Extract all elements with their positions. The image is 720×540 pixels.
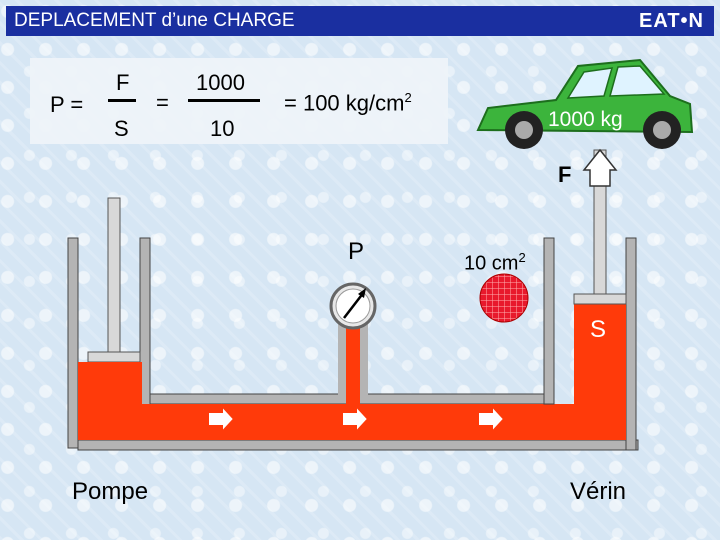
formula-lhs: P = — [50, 92, 84, 117]
car-wheel-rear-hub — [653, 121, 671, 139]
cylinder-label: Vérin — [570, 478, 627, 505]
formula-result: = 100 kg/cm2 — [284, 90, 412, 116]
gauge-pipe-wall-right — [360, 320, 368, 396]
pump-piston-rod — [107, 197, 121, 355]
area-mesh-ball — [479, 273, 529, 323]
cylinder-wall-right — [625, 237, 637, 451]
force-arrow — [582, 148, 618, 187]
slide-title: DEPLACEMENT d’une CHARGE — [14, 10, 295, 31]
car-window-rear — [609, 65, 666, 97]
pump-piston — [87, 351, 141, 363]
formula-fraction-bar-symbol — [108, 99, 136, 102]
pressure-gauge-needle — [343, 291, 365, 319]
formula-fraction-bar-value — [188, 99, 260, 102]
formula-numerator-symbol: F — [116, 70, 130, 95]
area-symbol-label: S — [590, 316, 607, 343]
pump-wall-left — [67, 237, 79, 449]
load-mass-label: 1000 kg — [548, 108, 623, 131]
flow-arrow-2 — [341, 403, 370, 435]
formula-result-exponent: 2 — [404, 90, 412, 105]
car — [476, 58, 694, 149]
pump-label: Pompe — [72, 478, 149, 505]
area-value-text: 10 cm — [464, 252, 519, 275]
force-label: F — [558, 162, 572, 187]
flow-arrow-1 — [207, 403, 236, 435]
eaton-logo: EAT•N — [639, 10, 704, 32]
pump-fluid-lower — [78, 362, 142, 412]
formula-denominator-value: 10 — [210, 116, 235, 141]
cylinder-fluid — [574, 304, 626, 440]
car-window-front — [566, 67, 614, 99]
base-pipe-wall-bottom — [77, 439, 639, 451]
formula-numerator-value: 1000 — [196, 70, 245, 95]
pressure-label: P — [348, 238, 365, 265]
area-value-exponent: 2 — [518, 250, 526, 265]
title-bar: DEPLACEMENT d’une CHARGE EAT•N — [6, 6, 714, 36]
flow-arrow-3 — [477, 403, 506, 435]
formula-equals: = — [156, 90, 169, 115]
formula-denominator-symbol: S — [114, 116, 129, 141]
area-value-label: 10 cm2 — [464, 250, 526, 276]
cylinder-wall-left — [543, 237, 555, 405]
formula-result-text: = 100 kg/cm — [284, 90, 405, 116]
cylinder-piston — [573, 293, 627, 305]
gauge-pipe-wall-left — [338, 320, 346, 396]
gauge-pipe-fluid — [346, 316, 360, 406]
pressure-gauge-needle-tip — [358, 288, 366, 298]
car-wheel-front-hub — [515, 121, 533, 139]
